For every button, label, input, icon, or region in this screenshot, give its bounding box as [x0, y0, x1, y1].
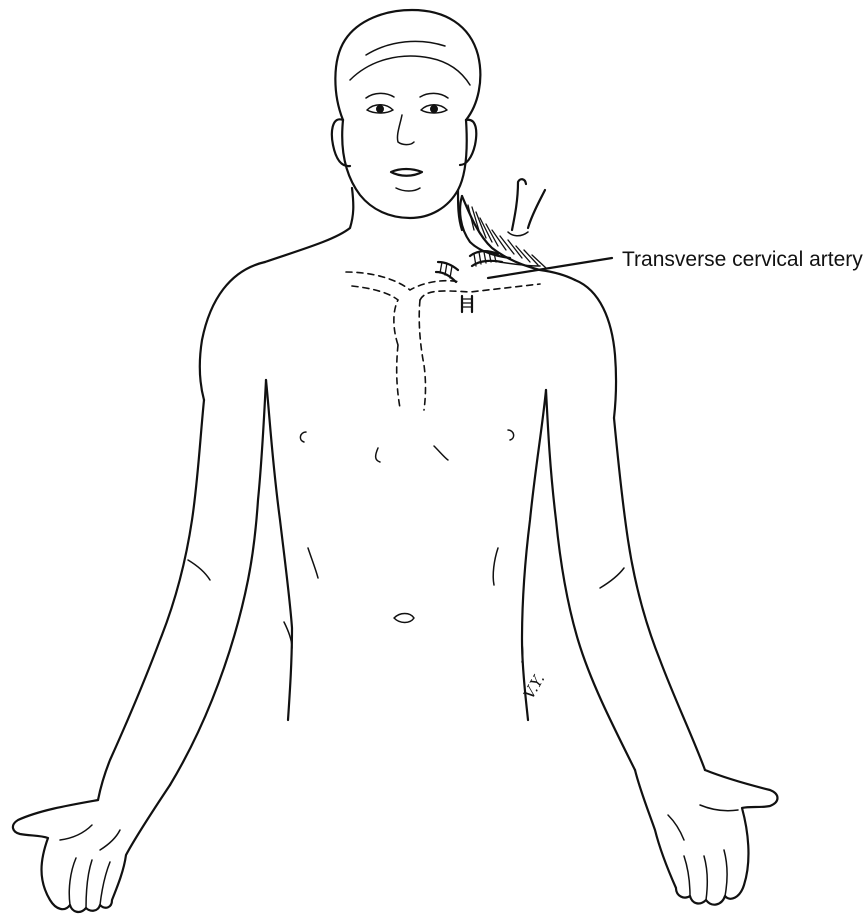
left-brow — [366, 93, 394, 98]
right-hand — [635, 770, 778, 905]
neck-left — [265, 188, 353, 262]
left-thumb-crease — [60, 825, 92, 840]
chin-line — [396, 188, 420, 191]
right-finger-3 — [684, 856, 690, 896]
left-nipple — [300, 432, 306, 442]
left-arm-inner — [170, 380, 266, 785]
head — [332, 10, 480, 218]
left-shoulder — [200, 262, 265, 400]
right-pupil — [430, 105, 438, 113]
right-abdominal-line — [493, 548, 498, 585]
right-arm — [546, 390, 778, 905]
right-finger-2 — [704, 856, 707, 900]
left-finger-1 — [69, 858, 76, 905]
navel — [394, 614, 414, 623]
mouth — [391, 169, 422, 176]
left-torso-side — [266, 380, 292, 720]
retractor-hook — [512, 179, 545, 230]
left-ear — [332, 119, 350, 166]
surgical-flap — [436, 179, 575, 312]
right-shoulder — [575, 280, 616, 418]
vessel-stub-rings — [462, 299, 472, 307]
right-elbow-line — [600, 568, 624, 588]
hair-part-2 — [366, 41, 445, 55]
left-elbow-line — [188, 560, 210, 580]
right-finger-1 — [724, 850, 727, 896]
nose — [397, 115, 414, 145]
right-arm-inner — [546, 390, 635, 770]
left-arm-outer — [98, 400, 204, 800]
retractor-hook-2 — [508, 232, 528, 236]
leader-line — [488, 258, 612, 278]
right-hip-line — [522, 640, 523, 662]
annotation: Transverse cervical artery — [488, 248, 863, 278]
left-finger-2 — [86, 860, 92, 908]
hair-part — [350, 56, 470, 85]
right-brow — [420, 93, 448, 98]
right-palm-crease — [668, 815, 684, 840]
annotation-label: Transverse cervical artery — [622, 248, 863, 271]
left-arm — [13, 380, 266, 912]
left-hand — [13, 785, 170, 912]
left-abdominal-line — [308, 548, 318, 578]
right-nipple — [508, 430, 514, 440]
right-thumb-crease — [700, 805, 738, 811]
left-pectoral — [376, 448, 380, 462]
right-pectoral — [434, 446, 448, 460]
hair — [335, 10, 480, 120]
left-pupil — [376, 105, 384, 113]
right-ear — [460, 120, 476, 165]
left-finger-3 — [100, 862, 110, 905]
left-palm-crease — [100, 830, 120, 850]
right-torso-side — [522, 390, 546, 720]
clavicle-sternum-outline — [346, 272, 540, 410]
right-arm-outer — [614, 418, 705, 770]
